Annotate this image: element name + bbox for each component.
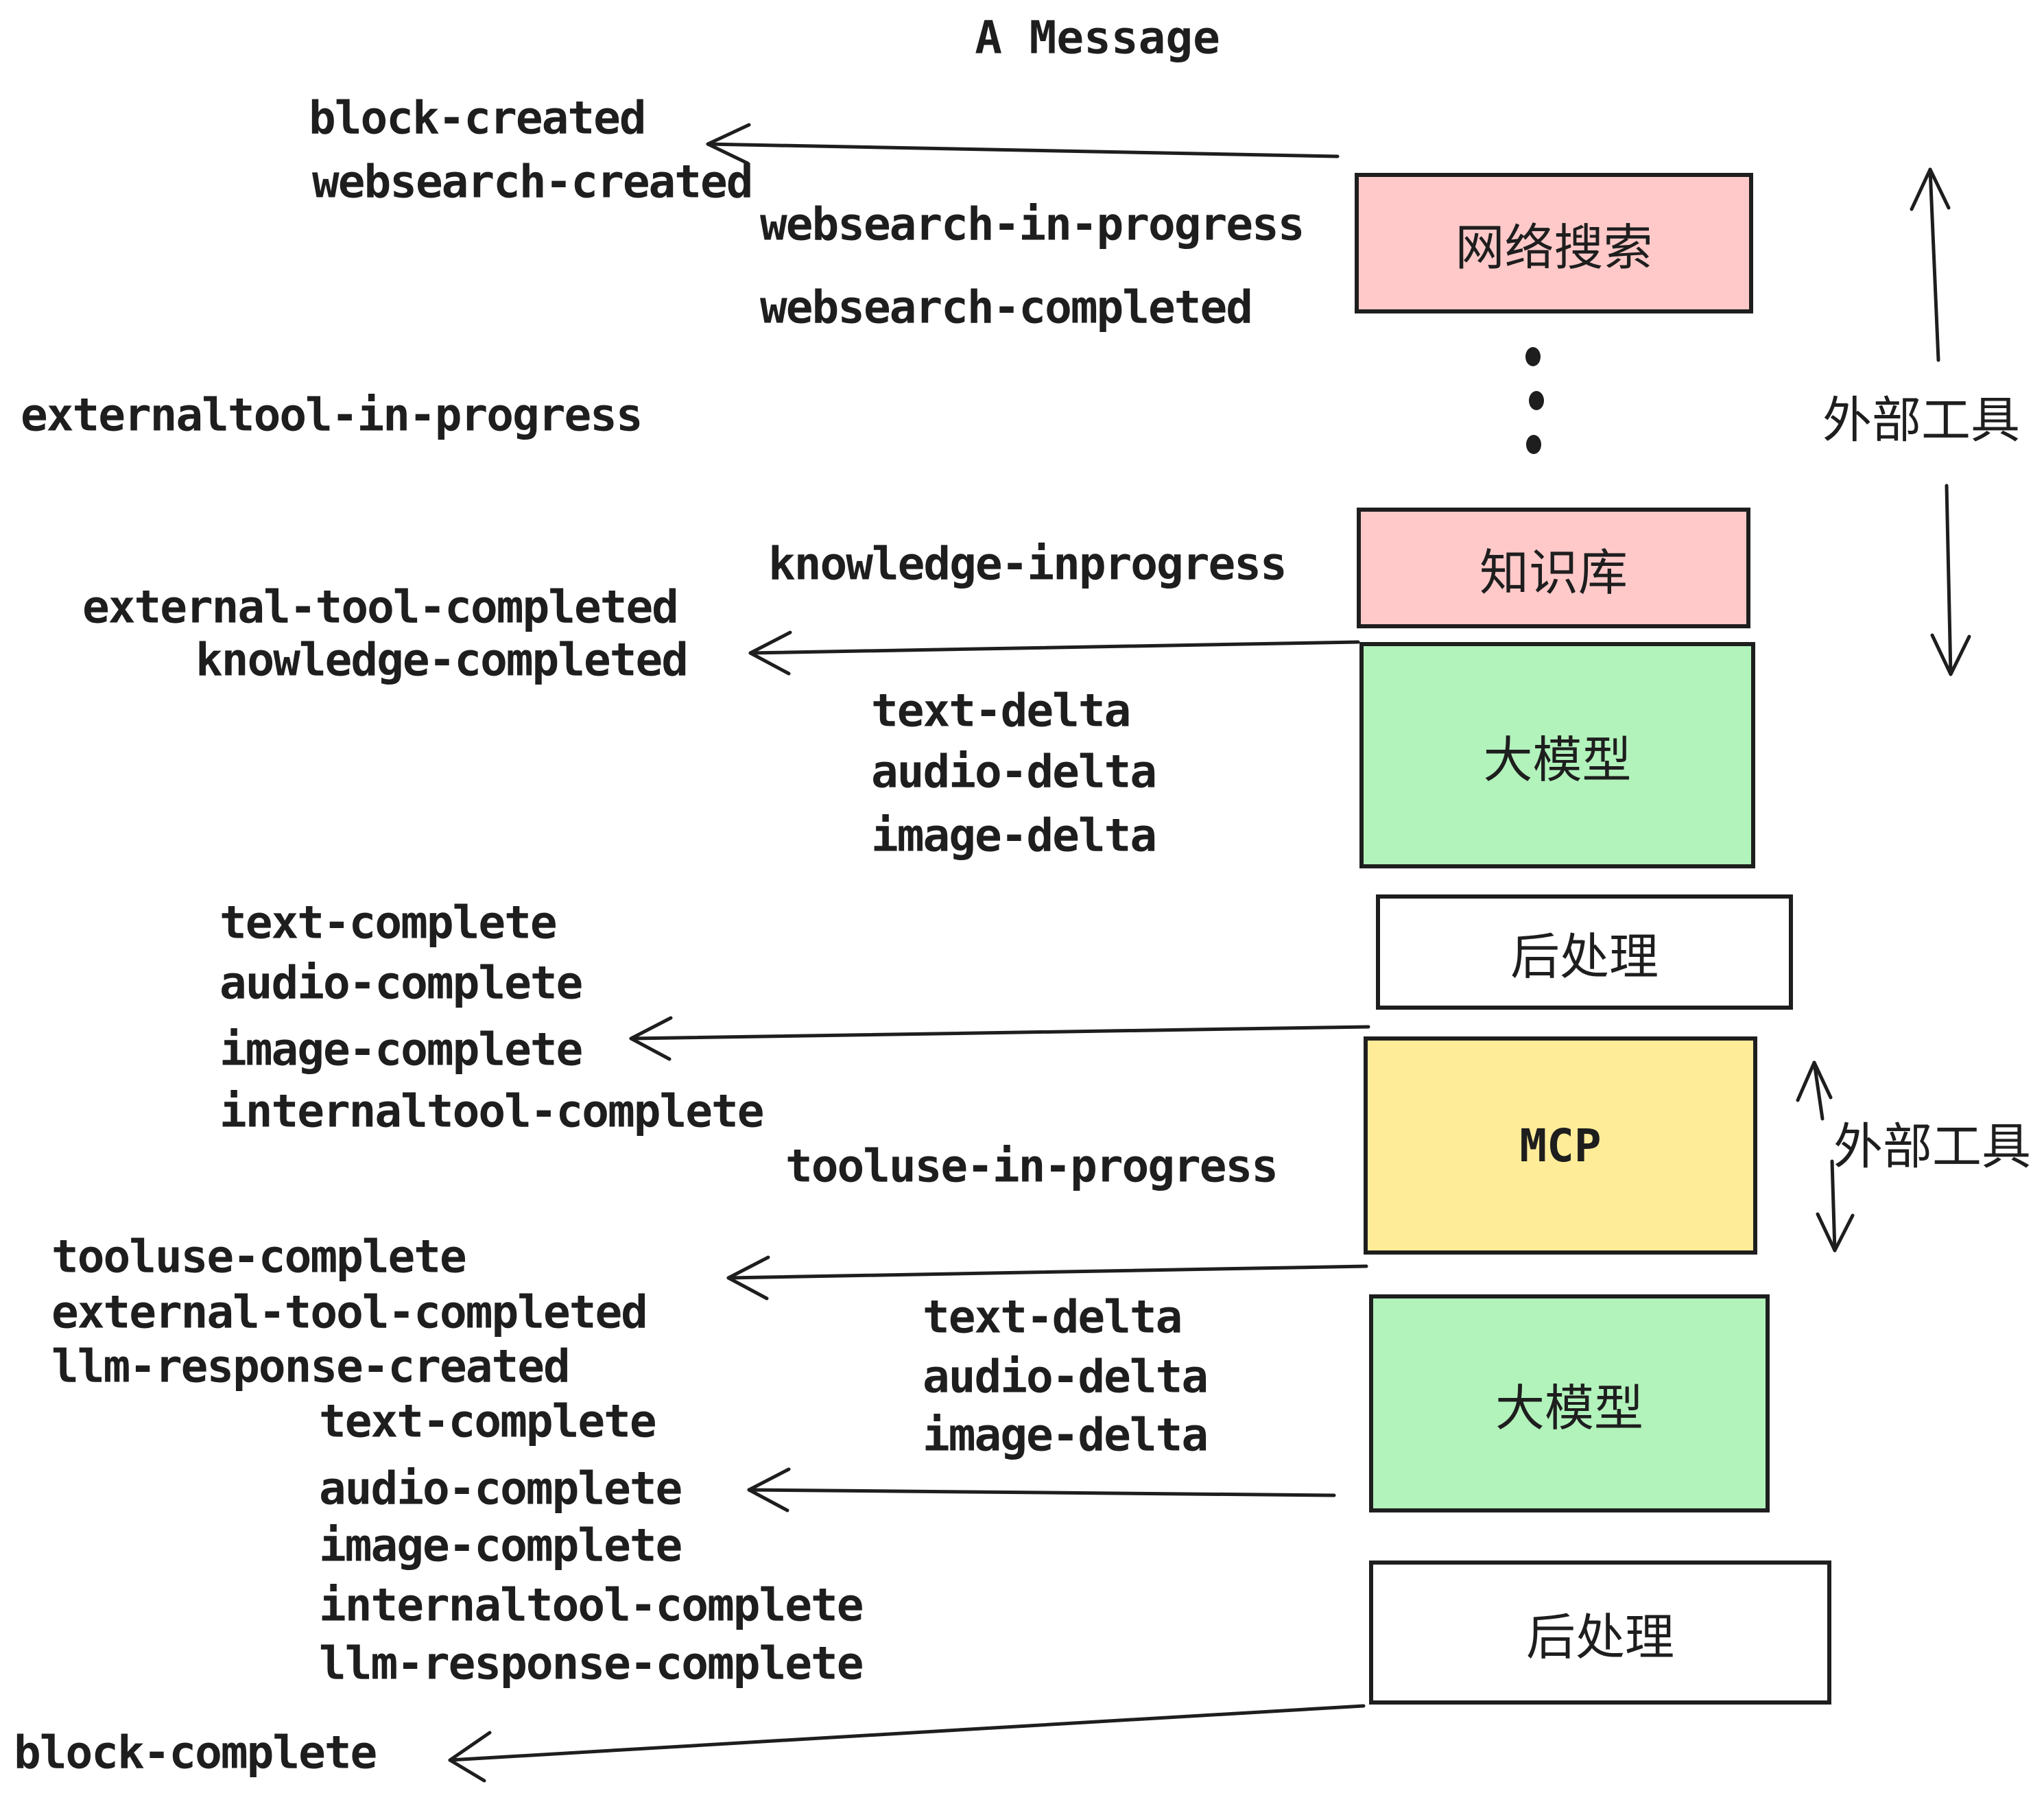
event-block-complete: block-complete	[14, 1726, 377, 1779]
node-web-search: 网络搜索	[1355, 173, 1753, 313]
node-web-search-label: 网络搜索	[1455, 221, 1653, 276]
event-knowledge-completed: knowledge-completed	[195, 633, 689, 687]
node-llm-2-label: 大模型	[1495, 1381, 1643, 1436]
diagram-title: A Message	[975, 11, 1220, 64]
event-llm-response-created: llm-response-created	[51, 1340, 571, 1393]
event-text-complete-2: text-complete	[319, 1394, 657, 1448]
event-image-delta-1: image-delta	[871, 809, 1157, 862]
event-externaltool-in-progress: externaltool-in-progress	[21, 388, 643, 442]
label-external-tool-2: 外部工具	[1833, 1119, 2032, 1175]
arrow-external-tool-up-2	[1796, 1060, 1833, 1121]
arrow-llm2-to-audio-complete	[747, 1467, 1336, 1512]
label-external-tool-1: 外部工具	[1822, 393, 2021, 449]
arrow-knowledge-to-knowledge-completed	[748, 630, 1360, 676]
node-post-process-1: 后处理	[1376, 894, 1793, 1010]
event-audio-delta-1: audio-delta	[871, 745, 1157, 798]
node-llm-2: 大模型	[1369, 1294, 1770, 1512]
event-image-delta-2: image-delta	[923, 1408, 1209, 1462]
arrow-postprocess1-to-image-complete	[629, 1016, 1370, 1061]
event-text-complete-1: text-complete	[219, 896, 558, 949]
event-tooluse-complete: tooluse-complete	[51, 1230, 467, 1283]
node-mcp-label: MCP	[1519, 1119, 1602, 1172]
arrow-external-tool-up-1	[1910, 167, 1951, 362]
event-text-delta-1: text-delta	[871, 684, 1131, 737]
node-mcp: MCP	[1364, 1036, 1757, 1255]
event-image-complete-2: image-complete	[319, 1519, 682, 1572]
event-internaltool-complete-2: internaltool-complete	[319, 1578, 864, 1632]
node-post-process-1-label: 后处理	[1510, 929, 1659, 985]
event-image-complete-1: image-complete	[219, 1023, 583, 1076]
event-websearch-completed: websearch-completed	[760, 281, 1253, 334]
arrow-postprocess2-to-block-complete	[448, 1704, 1366, 1783]
event-audio-complete-1: audio-complete	[219, 956, 583, 1010]
event-internaltool-complete-1: internaltool-complete	[219, 1084, 764, 1138]
node-llm-1-label: 大模型	[1483, 733, 1632, 788]
node-knowledge-base: 知识库	[1357, 508, 1750, 628]
event-knowledge-inprogress: knowledge-inprogress	[768, 537, 1287, 591]
event-audio-delta-2: audio-delta	[923, 1350, 1209, 1403]
event-text-delta-2: text-delta	[923, 1290, 1183, 1344]
node-knowledge-base-label: 知识库	[1479, 545, 1628, 601]
node-llm-1: 大模型	[1359, 642, 1755, 868]
ellipsis-dots	[1525, 347, 1544, 454]
event-websearch-in-progress: websearch-in-progress	[760, 198, 1305, 251]
event-llm-response-complete: llm-response-complete	[319, 1637, 864, 1690]
event-tooluse-in-progress: tooluse-in-progress	[785, 1139, 1279, 1193]
event-block-created: block-created	[309, 91, 647, 145]
event-external-tool-completed-2: external-tool-completed	[51, 1285, 648, 1339]
node-post-process-2: 后处理	[1369, 1560, 1831, 1705]
event-external-tool-completed-1: external-tool-completed	[82, 580, 679, 634]
node-post-process-2-label: 后处理	[1525, 1610, 1674, 1665]
event-websearch-created: websearch-created	[312, 155, 754, 209]
arrow-websearch-to-block-created	[706, 123, 1340, 165]
event-audio-complete-2: audio-complete	[319, 1462, 682, 1515]
arrow-external-tool-down-1	[1930, 484, 1971, 676]
